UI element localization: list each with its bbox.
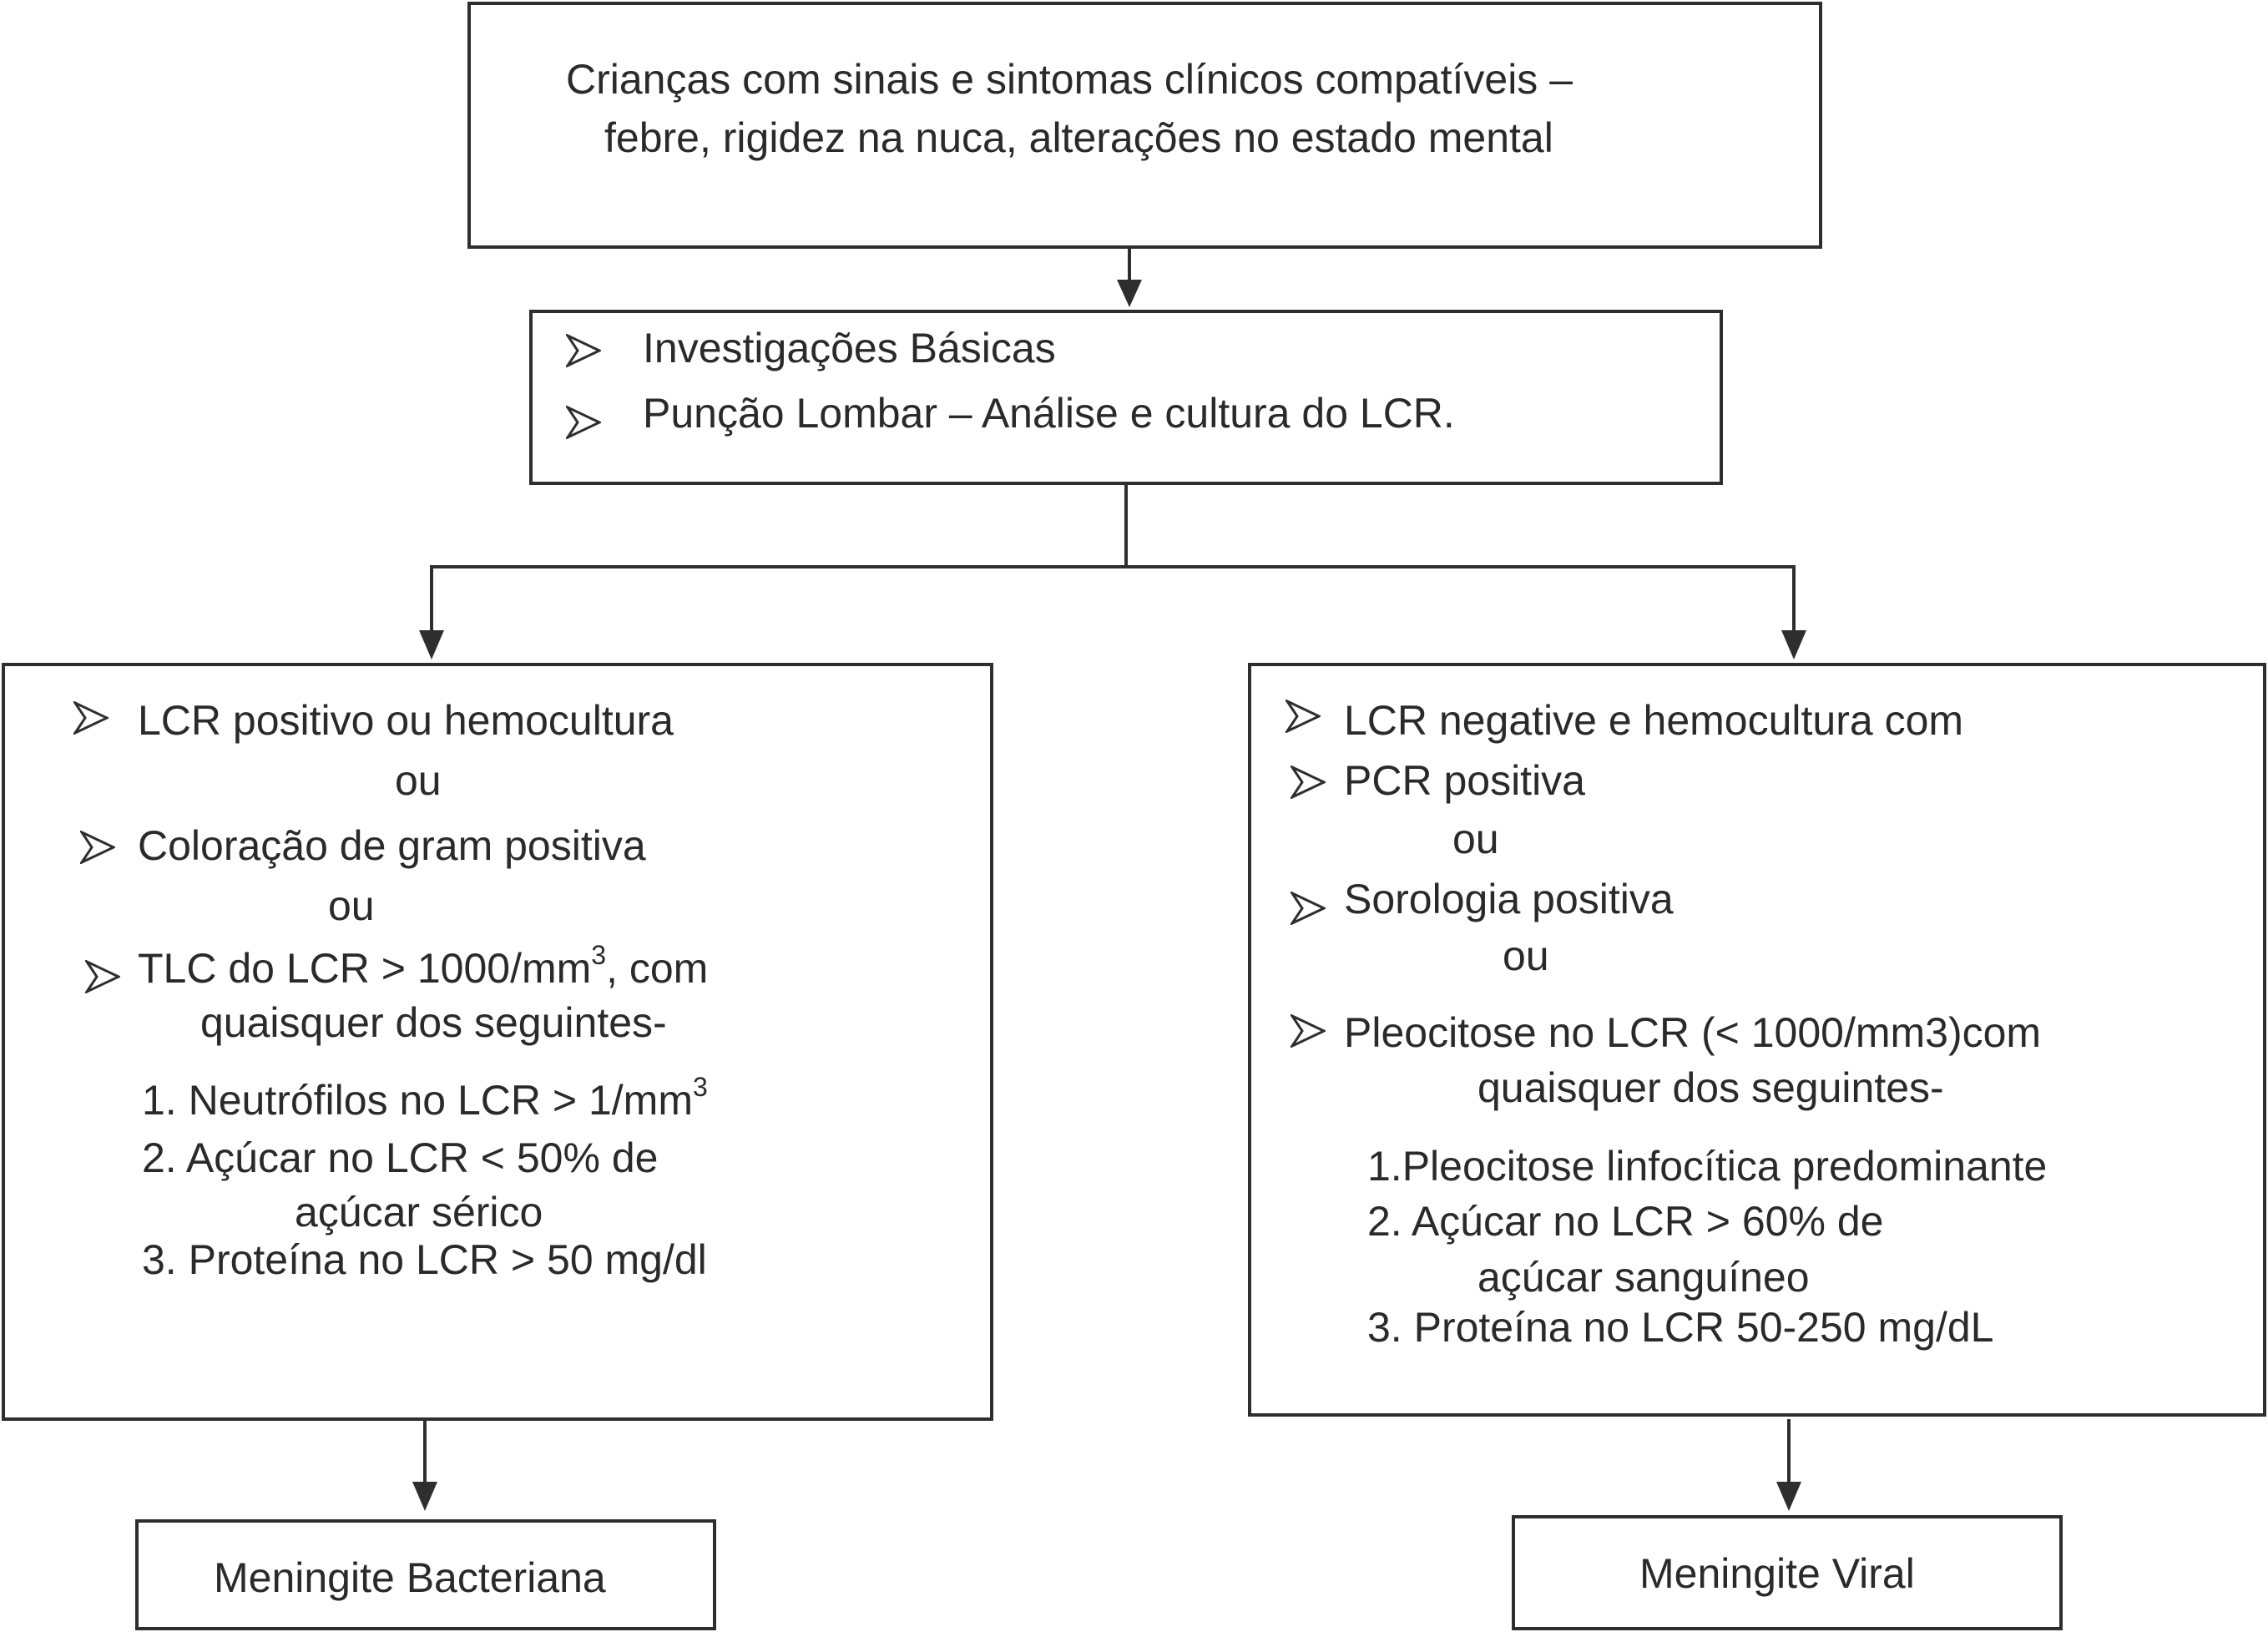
viral-sub-lymphocytic: 1.Pleocitose linfocítica predominante [1367, 1143, 2048, 1190]
bacterial-meningitis-label: Meningite Bacteriana [214, 1554, 606, 1601]
viral-criteria-box [1248, 663, 2266, 1417]
arrowhead-viral-box [1781, 630, 1806, 659]
arrow-bullet-icon [1291, 892, 1326, 925]
bacterial-sub-neutrophils: 1. Neutrófilos no LCR > 1/mm3 [142, 1072, 708, 1124]
clinical-signs-line2: febre, rigidez na nuca, alterações no es… [604, 114, 1553, 161]
viral-criterion-serology: Sorologia positiva [1344, 876, 1674, 922]
viral-or-2: ou [1503, 932, 1549, 979]
bacterial-criteria-box [2, 663, 993, 1421]
bacterial-or-1: ou [395, 757, 442, 804]
viral-meningitis-label: Meningite Viral [1639, 1550, 1915, 1597]
viral-criterion-pleocytosis-line2: quaisquer dos seguintes- [1477, 1064, 1944, 1111]
arrowhead-bacterial-box [419, 630, 444, 659]
investigations-box [529, 310, 1723, 485]
viral-sub-sugar: 2. Açúcar no LCR > 60% de [1367, 1198, 1884, 1245]
arrow-bullet-icon [566, 334, 601, 367]
viral-criterion-pleocytosis: Pleocitose no LCR (< 1000/mm3)com [1344, 1009, 2042, 1056]
arrow-bullet-icon [85, 960, 120, 993]
arrow-bullet-icon [1291, 1014, 1326, 1048]
bacterial-sub-sugar-cont: açúcar sérico [295, 1189, 543, 1235]
bacterial-criterion-gram-stain: Coloração de gram positiva [138, 822, 646, 869]
viral-or-1: ou [1452, 816, 1499, 862]
investigations-item-lumbar: Punção Lombar – Análise e cultura do LCR… [643, 390, 1455, 437]
viral-criterion-pcr: PCR positiva [1344, 757, 1585, 804]
arrow-bullet-icon [80, 831, 115, 864]
arrowhead-viral-outcome [1776, 1482, 1801, 1511]
arrowhead-investigations [1117, 280, 1142, 307]
bacterial-criterion-tlc-line2: quaisquer dos seguintes- [200, 999, 667, 1046]
bacterial-criterion-tlc: TLC do LCR > 1000/mm3, com [138, 940, 709, 992]
viral-meningitis-box [1512, 1515, 2063, 1630]
viral-criterion-csf-negative: LCR negative e hemocultura com [1344, 697, 1964, 744]
bacterial-meningitis-box [135, 1519, 716, 1630]
arrow-bullet-icon [73, 701, 109, 735]
bacterial-sub-protein: 3. Proteína no LCR > 50 mg/dl [142, 1236, 707, 1283]
viral-sub-sugar-cont: açúcar sanguíneo [1477, 1254, 1810, 1301]
clinical-signs-box [467, 2, 1822, 249]
arrow-bullet-icon [1291, 765, 1326, 799]
viral-sub-protein: 3. Proteína no LCR 50-250 mg/dL [1367, 1304, 1994, 1351]
bacterial-sub-sugar: 2. Açúcar no LCR < 50% de [142, 1134, 659, 1181]
bacterial-or-2: ou [328, 882, 375, 929]
clinical-signs-line1: Crianças com sinais e sintomas clínicos … [566, 56, 1573, 103]
arrow-bullet-icon [1286, 700, 1321, 733]
bacterial-criterion-csf-positive: LCR positivo ou hemocultura [138, 697, 674, 744]
arrow-bullet-icon [566, 406, 601, 439]
investigations-item-basic: Investigações Básicas [643, 325, 1056, 371]
arrowhead-bacterial-outcome [412, 1482, 437, 1511]
